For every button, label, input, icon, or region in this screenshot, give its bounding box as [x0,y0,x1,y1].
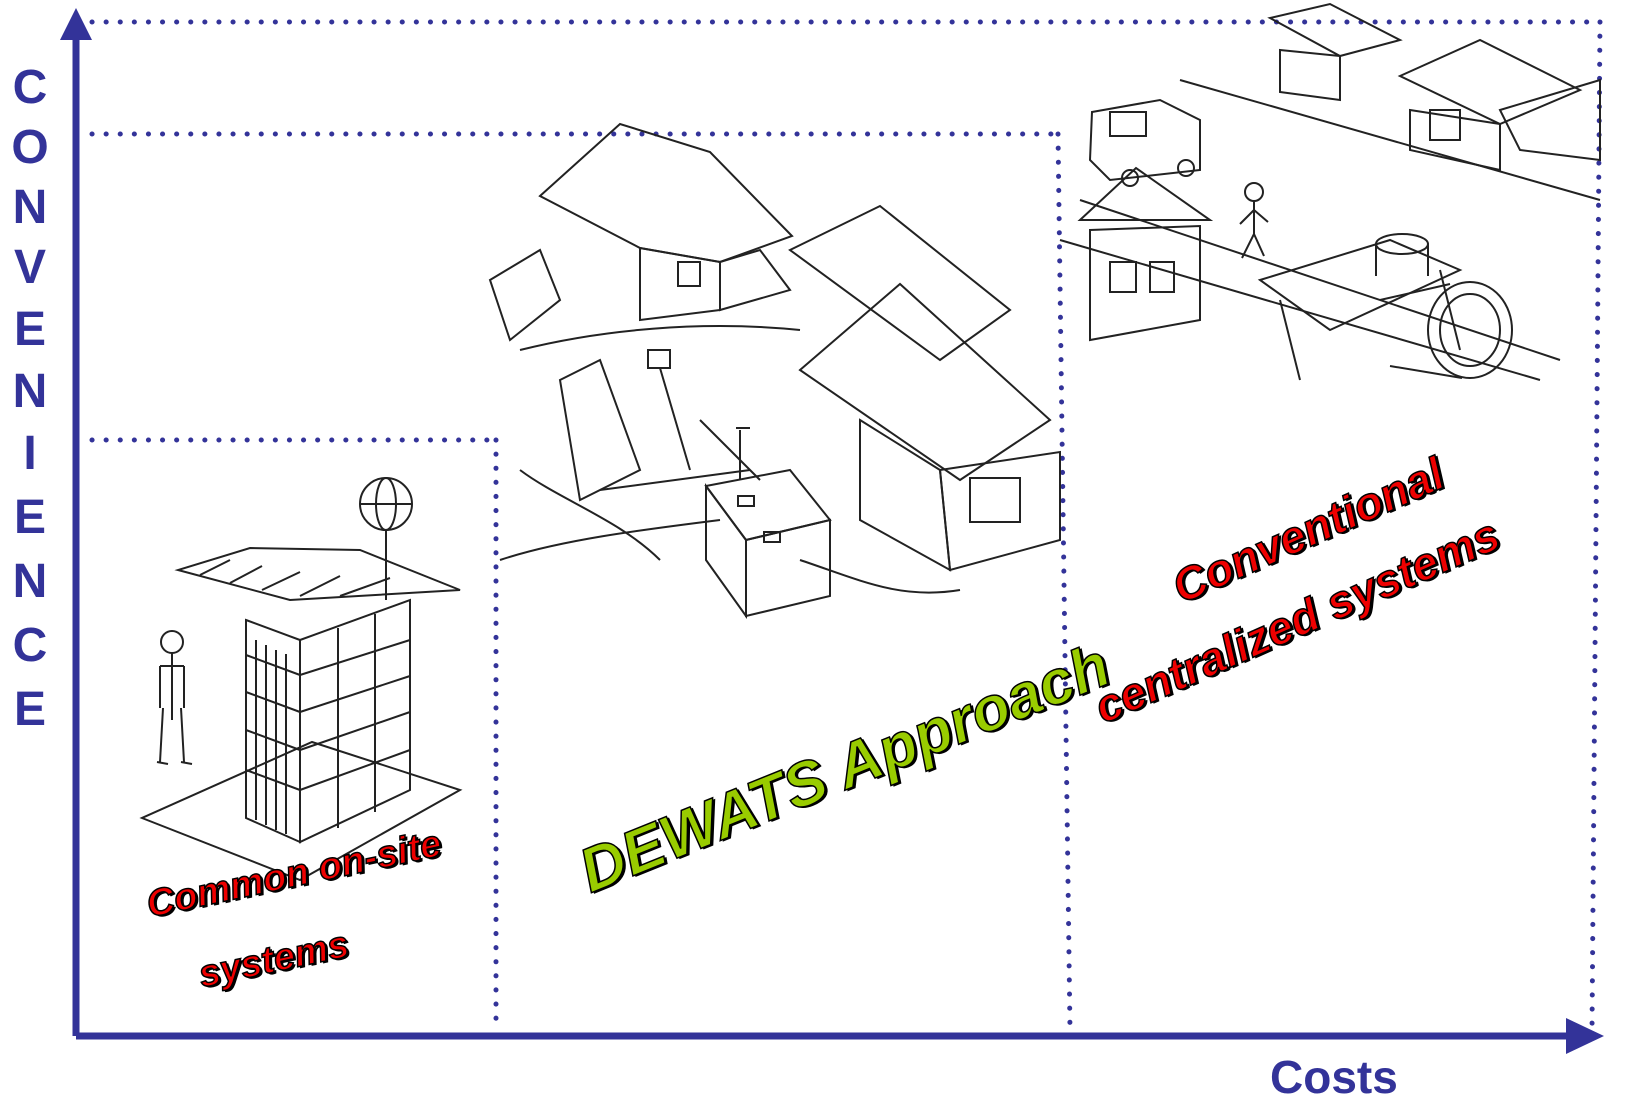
y-label-letter: N [12,365,48,418]
y-label-letter: V [13,241,46,294]
y-label-letter: C [12,619,48,672]
outer-right-line [1589,19,1603,1033]
outhouse-illustration [139,477,463,882]
middle-right-line [1055,131,1073,1033]
y-label-letter: E [13,491,46,544]
region-boundaries [89,19,1603,1033]
y-axis-arrowhead [60,8,92,40]
centralized-illustration [1059,2,1601,381]
y-label-letter: O [11,121,49,174]
y-label-letter: N [12,555,48,608]
x-axis-arrowhead [1566,1018,1604,1054]
y-label-letter: N [12,181,48,234]
y-label-letter: E [13,303,46,356]
y-label-letter: E [13,683,46,736]
axes [60,8,1604,1054]
y-label-letter: C [12,61,48,114]
x-axis-label: Costs [1270,1051,1398,1103]
y-label-letter: I [23,427,37,480]
dewats-illustration [488,122,1061,620]
